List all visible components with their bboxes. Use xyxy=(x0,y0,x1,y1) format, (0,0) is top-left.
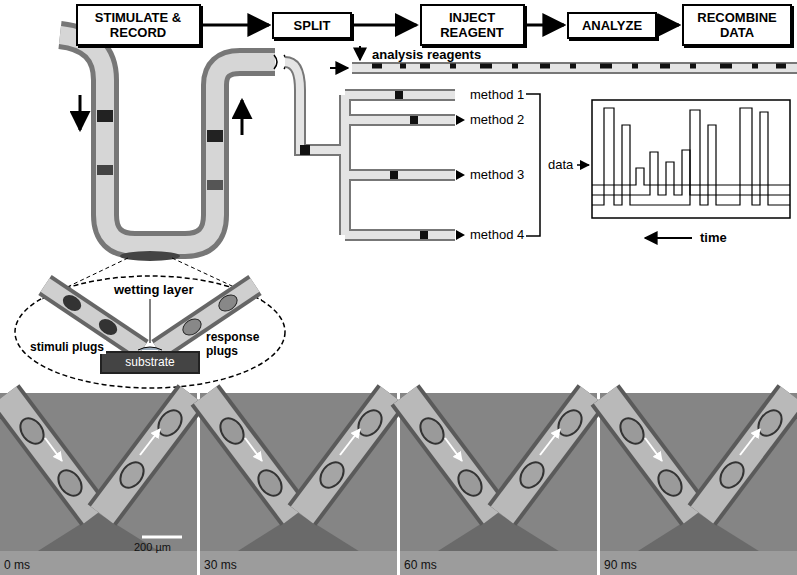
time-stamp: 30 ms xyxy=(204,558,237,572)
flow-arrow xyxy=(659,24,679,27)
process-box: STIMULATE & RECORD xyxy=(76,4,201,46)
reagent-tube xyxy=(330,46,797,74)
method-label: method 3 xyxy=(470,167,524,182)
method-label: method 2 xyxy=(470,112,524,127)
node-text: ANALYZE xyxy=(575,18,649,33)
flow-arrow xyxy=(203,24,270,27)
time-stamp: 0 ms xyxy=(4,558,30,572)
time-stamp: 60 ms xyxy=(404,558,437,572)
process-box: ANALYZE xyxy=(567,12,657,39)
axis-label: time xyxy=(700,230,727,245)
branch-tubes xyxy=(285,62,465,240)
data-bracket xyxy=(526,94,589,236)
process-box: INJECT REAGENT xyxy=(420,4,525,46)
reagent-label: analysis reagents xyxy=(372,47,481,62)
method-label: method 4 xyxy=(470,227,524,242)
node-text: INJECT REAGENT xyxy=(428,10,517,40)
scale-bar-label: 200 µm xyxy=(134,541,171,554)
zoom-view xyxy=(15,258,285,388)
callout-label: stimuli plugs xyxy=(28,340,106,354)
process-box: SPLIT xyxy=(272,12,352,39)
data-label: data xyxy=(548,157,573,172)
node-text: RECOMBINE DATA xyxy=(690,10,784,40)
substrate-bar: substrate xyxy=(100,351,200,374)
node-text: SPLIT xyxy=(280,18,344,33)
method-label: method 1 xyxy=(470,87,524,102)
callout-label: response plugs xyxy=(206,330,270,358)
node-text: substrate xyxy=(106,355,194,370)
flow-arrow xyxy=(527,24,565,27)
signal-chart xyxy=(592,100,790,238)
process-box: RECOMBINE DATA xyxy=(682,4,792,46)
node-text: STIMULATE & RECORD xyxy=(84,10,193,40)
micrograph-panels xyxy=(0,393,797,575)
flow-arrow xyxy=(354,24,417,27)
callout-label: wetting layer xyxy=(112,282,195,297)
u-tube xyxy=(60,35,287,261)
time-stamp: 90 ms xyxy=(604,558,637,572)
